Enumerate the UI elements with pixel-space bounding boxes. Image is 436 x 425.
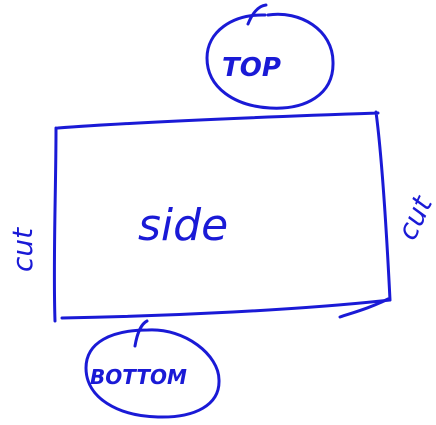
top-circle-stroke: [246, 3, 268, 26]
bottom-right-tick: [338, 297, 390, 319]
cut-right-label: cut: [390, 190, 436, 245]
side-rectangle: [52, 110, 392, 323]
side-label: side: [138, 200, 228, 251]
bottom-label: BOTTOM: [90, 365, 187, 389]
bottom-circle-stroke: [133, 319, 149, 348]
top-circle: [205, 12, 335, 110]
bottom-circle: [84, 328, 221, 419]
top-label: TOP: [222, 53, 281, 83]
cut-left-label: cut: [6, 227, 39, 272]
